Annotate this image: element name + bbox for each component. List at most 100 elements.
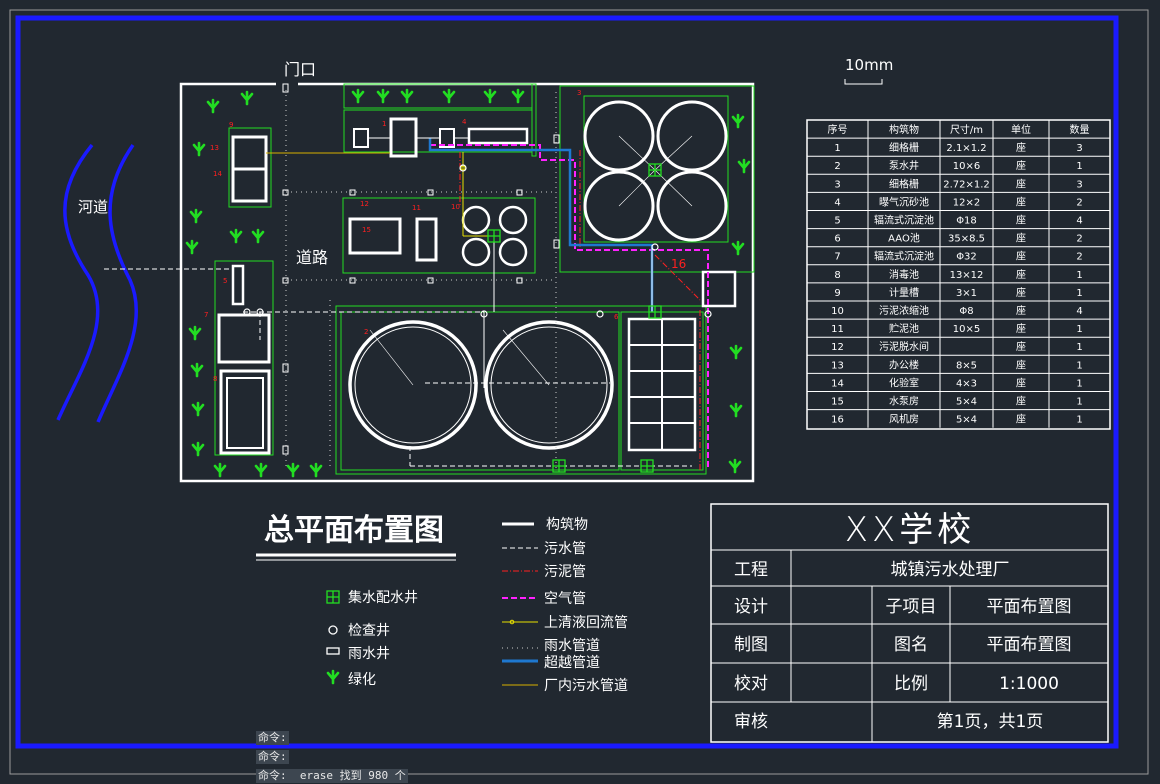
unit-number: 8 — [213, 375, 217, 383]
command-line-current[interactable]: 命令: erase 找到 980 个 — [256, 769, 408, 783]
schedule-cell: 座 — [1016, 141, 1026, 154]
scale-value: 1:1000 — [999, 674, 1059, 694]
schedule-cell: AAO池 — [888, 232, 920, 245]
schedule-cell: 污泥脱水间 — [879, 340, 929, 353]
unit-number: 5 — [223, 277, 227, 285]
schedule-cell: 座 — [1016, 268, 1026, 281]
schedule-cell: 座 — [1016, 286, 1026, 299]
schedule-cell: 1 — [1076, 270, 1082, 281]
title-block — [710, 503, 1109, 743]
schedule-cell: 5×4 — [956, 397, 977, 408]
schedule-cell: 4 — [1076, 216, 1082, 227]
schedule-cell: 35×8.5 — [948, 234, 985, 245]
schedule-cell: 辐流式沉淀池 — [874, 250, 934, 263]
schedule-cell: 16 — [831, 415, 844, 426]
schedule-cell: 12×2 — [953, 197, 980, 208]
schedule-cell: Φ8 — [959, 306, 973, 317]
schedule-cell: 3 — [834, 179, 840, 190]
legend-line-label: 上清液回流管 — [544, 615, 628, 631]
schedule-cell: 办公楼 — [889, 358, 919, 371]
schedule-cell: 1 — [1076, 378, 1082, 389]
schedule-cell: 座 — [1016, 413, 1026, 426]
legend-symbol-label: 集水配水井 — [348, 589, 418, 606]
unit-number: 11 — [412, 204, 421, 212]
schedule-cell: 泵水井 — [889, 159, 919, 172]
inspection-well-icon — [328, 625, 338, 635]
scale-bar: 10mm — [844, 56, 893, 85]
unit-number: 1 — [382, 120, 386, 128]
unit-number-labels: 1 2 3 4 5 6 7 8 9 10 11 12 13 14 15 16 — [204, 89, 686, 383]
schedule-cell: 化验室 — [889, 376, 919, 389]
schedule-cell: 2 — [1076, 234, 1082, 245]
check-label: 校对 — [734, 674, 768, 694]
schedule-cell: 5×4 — [956, 415, 977, 426]
design-label: 设计 — [734, 597, 768, 617]
rain-well-icon — [326, 647, 340, 655]
legend-line-label: 污泥管 — [544, 564, 586, 580]
subitem-label: 子项目 — [886, 597, 937, 617]
title-block-text: XX学校 工程 城镇污水处理厂 设计 子项目 平面布置图 制图 图名 平面布置图… — [734, 510, 1072, 732]
schedule-cell: 13 — [831, 360, 844, 371]
schedule-cell: 15 — [831, 397, 844, 408]
draw-label: 制图 — [734, 635, 768, 655]
schedule-cell: 2 — [1076, 252, 1082, 263]
unit-number: 6 — [614, 313, 619, 321]
schedule-cell: 座 — [1016, 214, 1026, 227]
page-value: 第1页，共1页 — [937, 712, 1044, 732]
drawing-name-value: 平面布置图 — [987, 635, 1072, 655]
unit-number: 9 — [229, 121, 233, 129]
road-label: 道路 — [296, 248, 328, 267]
schedule-cell: 2 — [834, 161, 840, 172]
schedule-cell: 消毒池 — [889, 268, 919, 281]
command-history-line: 命令: — [256, 750, 289, 764]
unit-number: 12 — [360, 200, 369, 208]
air-pipes — [430, 144, 709, 468]
legend-line-label: 构筑物 — [546, 517, 588, 533]
schedule-cell: 1 — [1076, 415, 1082, 426]
schedule-cell: 座 — [1016, 177, 1026, 190]
schedule-cell: 1 — [1076, 161, 1082, 172]
unit-number-16: 16 — [671, 257, 686, 271]
schedule-cell: 座 — [1016, 159, 1026, 172]
school-name: XX学校 — [845, 510, 976, 550]
schedule-cell: 8×5 — [956, 360, 977, 371]
schedule-cell: 座 — [1016, 195, 1026, 208]
schedule-cell: 座 — [1016, 232, 1026, 245]
unit-number: 13 — [210, 144, 219, 152]
legend-symbol-label: 雨水井 — [348, 646, 390, 662]
schedule-cell: 1 — [1076, 342, 1082, 353]
unit-number: 10 — [451, 203, 460, 211]
unit-number: 15 — [362, 226, 371, 234]
schedule-cell: 座 — [1016, 250, 1026, 263]
schedule-cell: 座 — [1016, 304, 1026, 317]
schedule-cell: 风机房 — [889, 413, 919, 426]
schedule-cell: 4×3 — [956, 378, 977, 389]
schedule-cell: 1 — [1076, 360, 1082, 371]
plan-title: 总平面布置图 — [264, 513, 444, 548]
scale-label: 比例 — [894, 674, 928, 694]
unit-number: 4 — [462, 118, 467, 126]
schedule-cell: 座 — [1016, 340, 1026, 353]
schedule-cell: 8 — [834, 270, 840, 281]
schedule-cell: 3 — [1076, 179, 1082, 190]
legend-symbol-label: 检查井 — [348, 623, 390, 639]
inspection-wells — [243, 164, 712, 318]
legend-symbols: 集水配水井 检查井 雨水井 绿化 — [326, 589, 418, 688]
schedule-cell: 9 — [834, 288, 840, 299]
schedule-cell: 11 — [831, 324, 844, 335]
scale-bar-label: 10mm — [845, 56, 893, 74]
schedule-cell: Φ32 — [956, 252, 977, 263]
schedule-cell: 1 — [1076, 397, 1082, 408]
structures — [217, 100, 737, 455]
schedule-cell: 4 — [1076, 306, 1082, 317]
schedule-cell: 计量槽 — [889, 286, 919, 299]
schedule-cell: 贮泥池 — [889, 322, 919, 335]
schedule-cell: 细格栅 — [889, 177, 919, 190]
schedule-cell: 3×1 — [956, 288, 977, 299]
gate-label: 门口 — [284, 60, 316, 79]
river — [56, 143, 139, 423]
project-value: 城镇污水处理厂 — [891, 560, 1010, 580]
schedule-cell: 座 — [1016, 358, 1026, 371]
review-label: 审核 — [734, 712, 768, 732]
